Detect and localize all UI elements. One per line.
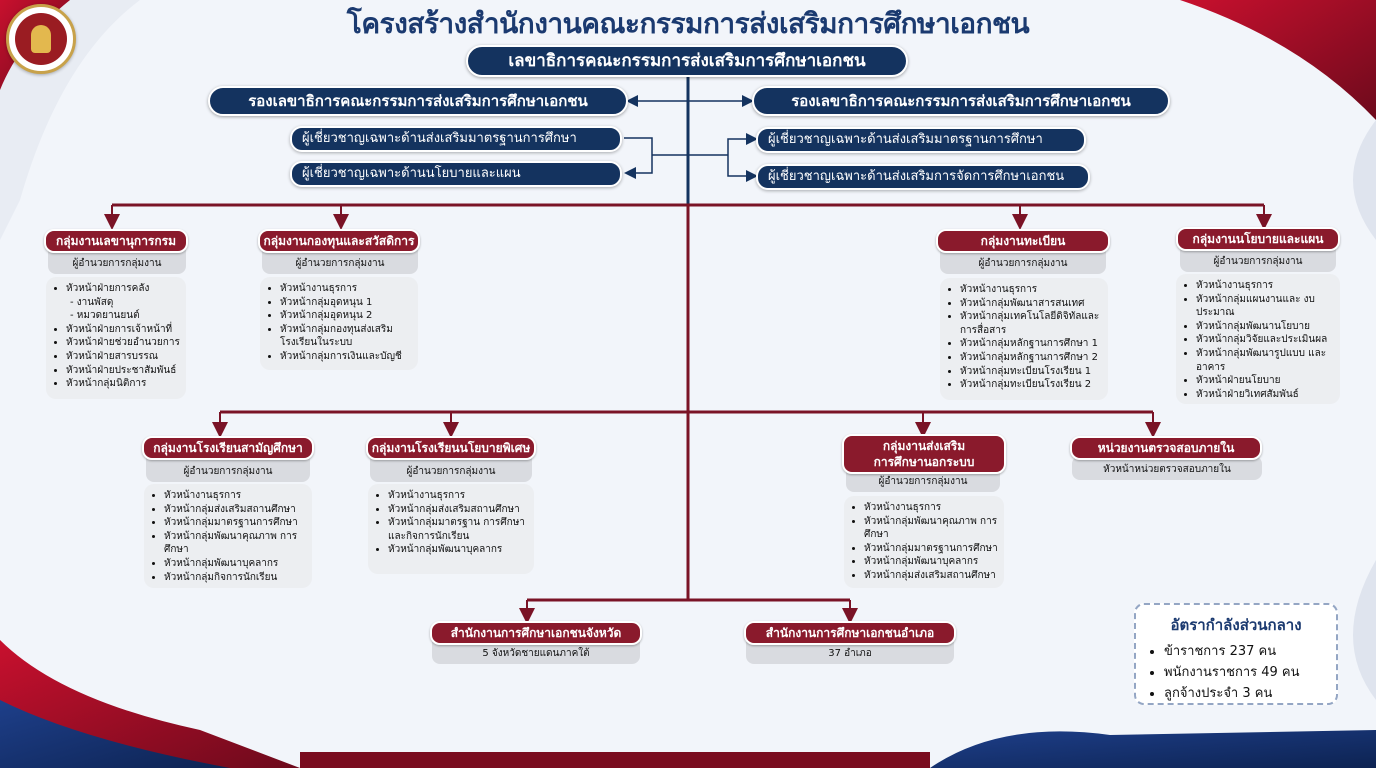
office-district-subtitle: 37 อำเภอ <box>746 642 954 664</box>
group-secretariat-card: หัวหน้าฝ่ายการคลัง - งานพัสดุ - หมวดยานย… <box>46 277 186 399</box>
list-item: หัวหน้ากลุ่มพัฒนาบุคลากร <box>388 543 528 557</box>
summary-title: อัตรากำลังส่วนกลาง <box>1170 616 1302 634</box>
list-item: - หมวดยานยนต์ <box>70 310 140 322</box>
summary-item: ลูกจ้างประจำ 3 คน <box>1164 683 1326 704</box>
group-policy-card: หัวหน้างานธุรการ หัวหน้ากลุ่มแผนงานและ ง… <box>1176 274 1340 404</box>
group-secretariat-title: กลุ่มงานเลขานุการกรม <box>44 229 188 253</box>
list-item: หัวหน้างานธุรการ <box>1196 279 1334 293</box>
list-item: หัวหน้ากลุ่มแผนงานและ งบประมาณ <box>1196 293 1334 320</box>
office-district-title: สำนักงานการศึกษาเอกชนอำเภอ <box>744 621 956 645</box>
list-item: หัวหน้ากลุ่มพัฒนารูปแบบ และอาคาร <box>1196 347 1334 374</box>
group-general-school-card: หัวหน้างานธุรการ หัวหน้ากลุ่มส่งเสริมสถา… <box>144 484 312 588</box>
list-item: หัวหน้ากลุ่มเทคโนโลยีดิจิทัลและ การสื่อส… <box>960 310 1102 337</box>
list-item: หัวหน้ากลุ่มหลักฐานการศึกษา 1 <box>960 337 1102 351</box>
list-item: หัวหน้ากลุ่มส่งเสริมสถานศึกษา <box>864 569 998 583</box>
group-fund-subtitle: ผู้อำนวยการกลุ่มงาน <box>262 250 418 274</box>
list-item: หัวหน้ากลุ่มกิจการนักเรียน <box>164 571 306 585</box>
group-nonformal-title: กลุ่มงานส่งเสริม การศึกษานอกระบบ <box>842 434 1006 474</box>
list-item: หัวหน้างานธุรการ <box>864 501 998 515</box>
expert-right-2: ผู้เชี่ยวชาญเฉพาะด้านส่งเสริมการจัดการศึ… <box>756 164 1090 190</box>
group-nonformal-title-line1: กลุ่มงานส่งเสริม <box>882 439 966 453</box>
group-registration-subtitle: ผู้อำนวยการกลุ่มงาน <box>940 250 1106 274</box>
list-item: หัวหน้ากลุ่มมาตรฐานการศึกษา <box>164 516 306 530</box>
list-item: หัวหน้ากลุ่มพัฒนาบุคลากร <box>164 557 306 571</box>
group-special-policy-card: หัวหน้างานธุรการ หัวหน้ากลุ่มส่งเสริมสถา… <box>368 484 534 574</box>
list-item: หัวหน้ากลุ่มส่งเสริมสถานศึกษา <box>388 503 528 517</box>
group-audit-subtitle: หัวหน้าหน่วยตรวจสอบภายใน <box>1072 456 1262 480</box>
list-item: หัวหน้ากลุ่มพัฒนาคุณภาพ การศึกษา <box>164 530 306 557</box>
list-item: หัวหน้ากลุ่มนิติการ <box>66 377 180 391</box>
list-item: หัวหน้างานธุรการ <box>164 489 306 503</box>
emblem-icon <box>15 13 67 65</box>
list-item: หัวหน้ากลุ่มหลักฐานการศึกษา 2 <box>960 351 1102 365</box>
list-item: หัวหน้าฝ่ายสารบรรณ <box>66 350 180 364</box>
office-province-subtitle: 5 จังหวัดชายแดนภาคใต้ <box>432 642 640 664</box>
group-secretariat-subtitle: ผู้อำนวยการกลุ่มงาน <box>48 250 186 274</box>
staffing-summary-box: อัตรากำลังส่วนกลาง ข้าราชการ 237 คน พนัก… <box>1134 603 1338 705</box>
list-item: หัวหน้ากลุ่มวิจัยและประเมินผล <box>1196 333 1334 347</box>
secretary-general-box: เลขาธิการคณะกรรมการส่งเสริมการศึกษาเอกชน <box>466 45 908 77</box>
group-nonformal-card: หัวหน้างานธุรการ หัวหน้ากลุ่มพัฒนาคุณภาพ… <box>844 496 1004 588</box>
page-title: โครงสร้างสำนักงานคณะกรรมการส่งเสริมการศึ… <box>346 7 1030 40</box>
expert-right-1: ผู้เชี่ยวชาญเฉพาะด้านส่งเสริมมาตรฐานการศ… <box>756 127 1086 153</box>
list-item: หัวหน้ากลุ่มพัฒนาคุณภาพ การศึกษา <box>864 515 998 542</box>
list-item: หัวหน้ากลุ่มพัฒนาบุคลากร <box>864 555 998 569</box>
list-item: หัวหน้าฝ่ายประชาสัมพันธ์ <box>66 364 180 378</box>
list-item: หัวหน้าฝ่ายการคลัง <box>66 282 180 296</box>
list-item: หัวหน้าฝ่ายช่วยอำนวยการ <box>66 336 180 350</box>
deputy-left-box: รองเลขาธิการคณะกรรมการส่งเสริมการศึกษาเอ… <box>208 86 628 116</box>
group-general-school-title: กลุ่มงานโรงเรียนสามัญศึกษา <box>142 436 314 460</box>
group-special-policy-title: กลุ่มงานโรงเรียนนโยบายพิเศษ <box>366 436 536 460</box>
list-item: หัวหน้ากลุ่มส่งเสริมสถานศึกษา <box>164 503 306 517</box>
group-registration-card: หัวหน้างานธุรการ หัวหน้ากลุ่มพัฒนาสารสนเ… <box>940 278 1108 400</box>
list-item: หัวหน้างานธุรการ <box>388 489 528 503</box>
list-item: หัวหน้างานธุรการ <box>960 283 1102 297</box>
list-item: หัวหน้ากลุ่มทะเบียนโรงเรียน 1 <box>960 365 1102 379</box>
list-item: หัวหน้ากลุ่มอุดหนุน 2 <box>280 309 412 323</box>
list-item: หัวหน้ากลุ่มอุดหนุน 1 <box>280 296 412 310</box>
list-item: หัวหน้างานธุรการ <box>280 282 412 296</box>
list-item: หัวหน้าฝ่ายวิเทศสัมพันธ์ <box>1196 388 1334 402</box>
expert-left-2: ผู้เชี่ยวชาญเฉพาะด้านนโยบายและแผน <box>290 161 622 187</box>
list-item: หัวหน้าฝ่ายนโยบาย <box>1196 374 1334 388</box>
list-item: - งานพัสดุ <box>70 296 114 308</box>
list-item: หัวหน้ากลุ่มมาตรฐาน การศึกษาและกิจการนัก… <box>388 516 528 543</box>
expert-left-1: ผู้เชี่ยวชาญเฉพาะด้านส่งเสริมมาตรฐานการศ… <box>290 126 622 152</box>
list-item: หัวหน้ากลุ่มการเงินและบัญชี <box>280 350 412 364</box>
group-fund-card: หัวหน้างานธุรการ หัวหน้ากลุ่มอุดหนุน 1 ห… <box>260 277 418 370</box>
list-item: หัวหน้ากลุ่มทะเบียนโรงเรียน 2 <box>960 378 1102 392</box>
list-item: หัวหน้ากลุ่มมาตรฐานการศึกษา <box>864 542 998 556</box>
list-item: หัวหน้าฝ่ายการเจ้าหน้าที่ <box>66 323 180 337</box>
group-policy-subtitle: ผู้อำนวยการกลุ่มงาน <box>1180 248 1336 272</box>
list-item: หัวหน้ากลุ่มพัฒนาสารสนเทศ <box>960 297 1102 311</box>
deputy-right-box: รองเลขาธิการคณะกรรมการส่งเสริมการศึกษาเอ… <box>752 86 1170 116</box>
list-item: หัวหน้ากลุ่มกองทุนส่งเสริม โรงเรียนในระบ… <box>280 323 412 350</box>
group-registration-title: กลุ่มงานทะเบียน <box>936 229 1110 253</box>
group-special-policy-subtitle: ผู้อำนวยการกลุ่มงาน <box>370 458 532 482</box>
group-general-school-subtitle: ผู้อำนวยการกลุ่มงาน <box>146 458 310 482</box>
group-audit-title: หน่วยงานตรวจสอบภายใน <box>1070 436 1262 460</box>
list-item: หัวหน้ากลุ่มพัฒนานโยบาย <box>1196 320 1334 334</box>
summary-item: ข้าราชการ 237 คน <box>1164 641 1326 662</box>
group-fund-title: กลุ่มงานกองทุนและสวัสดิการ <box>258 229 420 253</box>
group-nonformal-title-line2: การศึกษานอกระบบ <box>873 455 975 469</box>
office-province-title: สำนักงานการศึกษาเอกชนจังหวัด <box>430 621 642 645</box>
organization-logo <box>6 4 76 74</box>
group-policy-title: กลุ่มงานนโยบายและแผน <box>1176 227 1340 251</box>
summary-item: พนักงานราชการ 49 คน <box>1164 662 1326 683</box>
